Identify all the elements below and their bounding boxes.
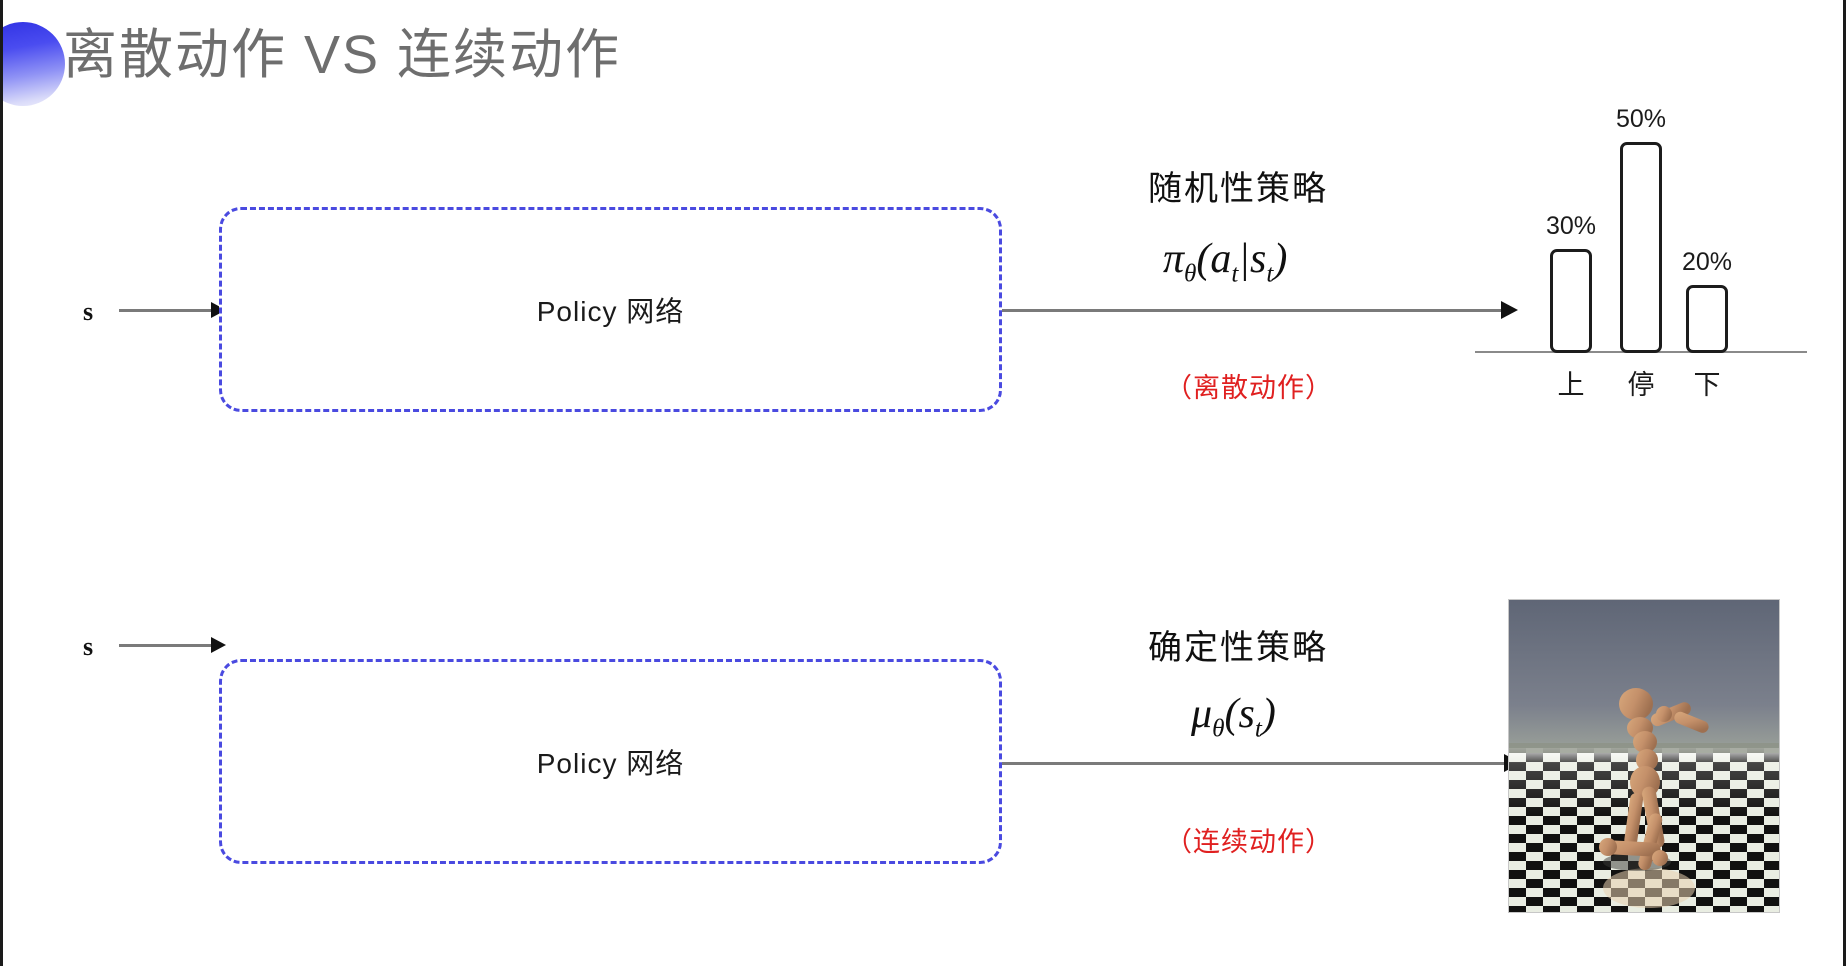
state-input-label-discrete: s xyxy=(83,297,94,326)
action-probability-bar-chart: 30% 上 50% 停 20% 下 xyxy=(1475,95,1815,405)
policy-network-label-discrete: Policy 网络 xyxy=(536,295,685,327)
policy-network-box-discrete[interactable]: Policy 网络 xyxy=(219,207,1002,412)
page-title: 离散动作 VS 连续动作 xyxy=(63,25,622,85)
bar-value-label-1: 50% xyxy=(1615,105,1667,133)
bar-value-label-0: 30% xyxy=(1545,212,1597,240)
humanoid-simulation-svg xyxy=(1509,600,1779,912)
output-arrow-continuous xyxy=(1002,754,1521,772)
policy-note-continuous: （连续动作） xyxy=(1165,827,1333,857)
bar-category-label-0: 上 xyxy=(1557,370,1585,400)
state-input-label-continuous: s xyxy=(83,632,94,661)
bar-category-label-1: 停 xyxy=(1627,370,1655,400)
input-arrow-continuous xyxy=(119,637,226,653)
input-arrow-discrete xyxy=(119,302,226,318)
policy-kind-continuous: 确定性策略 xyxy=(1148,629,1328,667)
bar-rect-1[interactable] xyxy=(1620,142,1662,353)
output-arrow-discrete xyxy=(1002,301,1518,319)
bar-category-label-2: 下 xyxy=(1693,370,1721,400)
policy-formula-discrete: πθ(at|st) xyxy=(1163,236,1288,288)
title-decoration-circle-icon xyxy=(3,22,65,106)
policy-network-label-continuous: Policy 网络 xyxy=(536,747,685,779)
humanoid-simulation-image xyxy=(1508,599,1780,913)
policy-network-box-continuous[interactable]: Policy 网络 xyxy=(219,659,1002,864)
bar-rect-2[interactable] xyxy=(1686,285,1728,353)
bar-value-label-2: 20% xyxy=(1681,248,1733,276)
policy-note-discrete: （离散动作） xyxy=(1165,373,1333,403)
policy-kind-discrete: 随机性策略 xyxy=(1148,170,1328,208)
policy-formula-continuous: μθ(st) xyxy=(1191,691,1276,743)
bar-rect-0[interactable] xyxy=(1550,249,1592,353)
